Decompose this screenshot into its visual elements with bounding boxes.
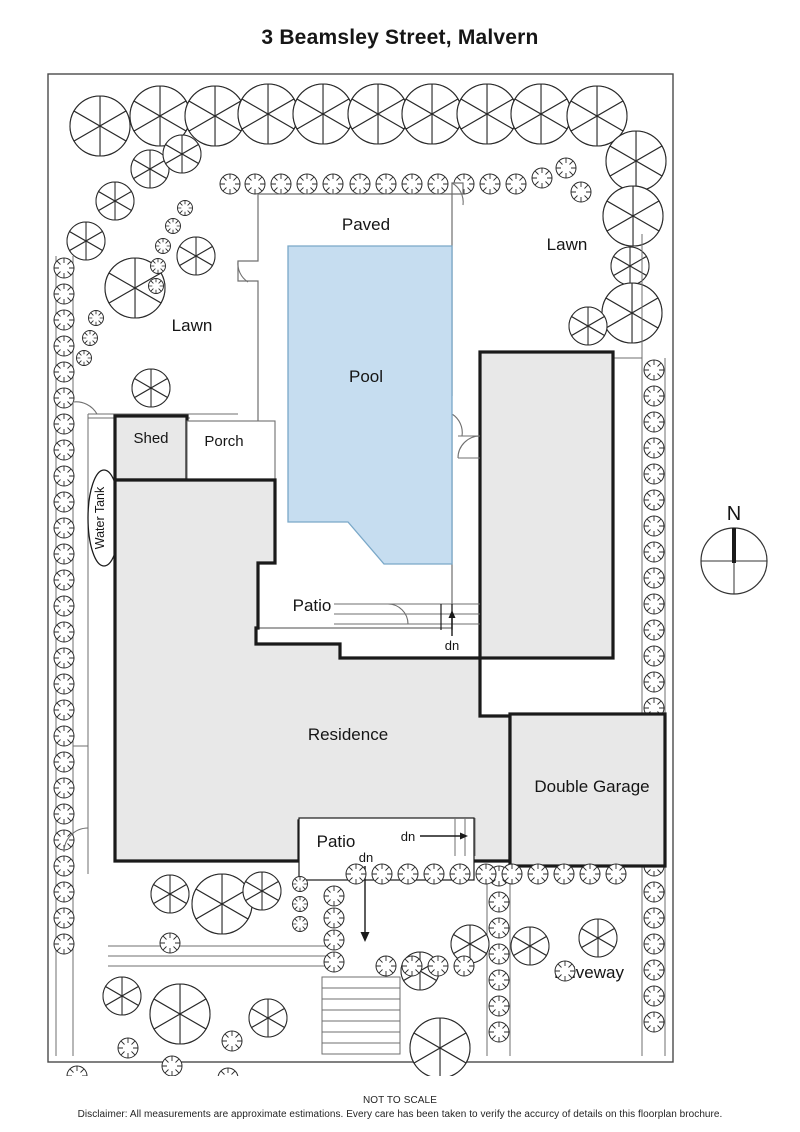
- front-steps: dn: [108, 850, 401, 1055]
- label-pool: Pool: [349, 367, 383, 386]
- paved-gate-arc-left: [237, 260, 249, 283]
- pool-shape: [287, 245, 453, 565]
- pool-steps: dn: [334, 603, 480, 653]
- disclaimer-text: Disclaimer: All measurements are approxi…: [77, 1109, 723, 1120]
- residence-doors: [457, 435, 481, 459]
- left-hedge: [53, 256, 75, 1056]
- label-double-garage: Double Garage: [534, 777, 649, 796]
- label-dn-garage-steps: dn: [401, 829, 415, 844]
- label-patio-upper: Patio: [293, 596, 332, 615]
- label-lawn-right: Lawn: [547, 235, 588, 254]
- right-hedge: [641, 358, 666, 1056]
- driveway-hedge: [486, 865, 511, 1056]
- not-to-scale-note: NOT TO SCALE: [362, 1095, 437, 1106]
- paved-gate-arc-top: [451, 182, 464, 206]
- label-dn-front-steps: dn: [359, 850, 373, 865]
- label-patio-lower: Patio: [317, 832, 356, 851]
- footer: NOT TO SCALE Disclaimer: All measurement…: [0, 1095, 800, 1120]
- shed-structure: [113, 414, 189, 482]
- label-north: N: [727, 503, 741, 525]
- double-garage-structure: [508, 712, 667, 868]
- page-title: 3 Beamsley Street, Malvern: [261, 26, 539, 49]
- north-compass: N: [700, 503, 768, 595]
- water-tank: Water Tank: [87, 469, 121, 567]
- garage-steps: dn: [401, 818, 476, 856]
- porch-structure: [186, 420, 276, 481]
- label-lawn-left: Lawn: [172, 316, 213, 335]
- label-porch: Porch: [204, 433, 243, 450]
- label-shed: Shed: [133, 430, 168, 447]
- label-paved: Paved: [342, 215, 390, 234]
- residence-upper-wing: [478, 350, 615, 660]
- label-water-tank: Water Tank: [93, 486, 107, 549]
- label-residence: Residence: [308, 725, 388, 744]
- floorplan-drawing: Paved Pool Lawn Lawn Shed Porch Water Ta…: [0, 66, 800, 1076]
- paved-gate-arc-right: [451, 413, 463, 437]
- label-dn-pool-steps: dn: [445, 638, 459, 653]
